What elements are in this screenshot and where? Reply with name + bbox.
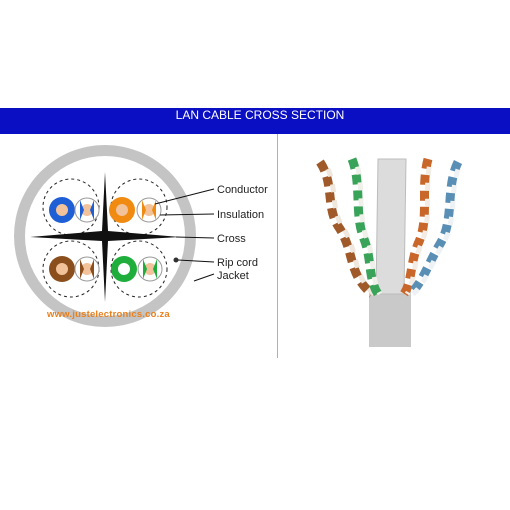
label-conductor: Conductor: [217, 184, 268, 196]
brown-wire-conductor: [56, 263, 68, 275]
green-wire-conductor: [118, 263, 130, 275]
orange-wire-conductor: [116, 204, 128, 216]
panel-divider: [277, 134, 278, 358]
insulation-leader: [159, 213, 215, 216]
orange-stripe: [142, 200, 156, 220]
watermark: www.justelectronics.co.za: [46, 309, 170, 320]
jacket-leader: [193, 273, 215, 282]
blue-wire-conductor: [56, 204, 68, 216]
blue-pair-strand: [406, 160, 463, 298]
blue-stripe: [80, 200, 94, 220]
pair-boundary-green: [110, 240, 168, 298]
rip-cord-leader: [177, 259, 215, 263]
label-rip-cord: Rip cord: [217, 257, 258, 269]
cross-leader: [175, 236, 215, 239]
orange-pair-strand: [400, 157, 433, 297]
blue-white-strand: [411, 160, 464, 296]
brown-pair-strand: [316, 159, 376, 298]
rip-cord: [173, 257, 179, 263]
label-insulation: Insulation: [217, 209, 264, 221]
brown-stripe: [80, 259, 94, 279]
label-cross: Cross: [217, 233, 246, 245]
green-white-strand: [352, 158, 383, 296]
cross-section-diagram: Conductor Insulation Cross Rip cord Jack…: [14, 145, 268, 327]
conductor-leader: [154, 188, 215, 205]
orange-white-wire-conductor: [143, 204, 155, 216]
brown-white-strand: [321, 160, 376, 296]
cable-photo: [316, 157, 464, 347]
orange-white-strand: [404, 158, 434, 296]
green-pair-strand: [347, 157, 382, 297]
green-stripe: [143, 259, 157, 279]
cable-spline: [375, 158, 407, 295]
title-banner: LAN CABLE CROSS SECTION: [0, 108, 510, 134]
cable-jacket: [369, 289, 411, 347]
cross-separator: [30, 172, 180, 302]
blue-white-wire-conductor: [81, 204, 93, 216]
label-jacket: Jacket: [217, 270, 249, 282]
banner-title: LAN CABLE CROSS SECTION: [175, 108, 345, 122]
green-white-wire-conductor: [144, 263, 156, 275]
brown-white-wire-conductor: [81, 263, 93, 275]
